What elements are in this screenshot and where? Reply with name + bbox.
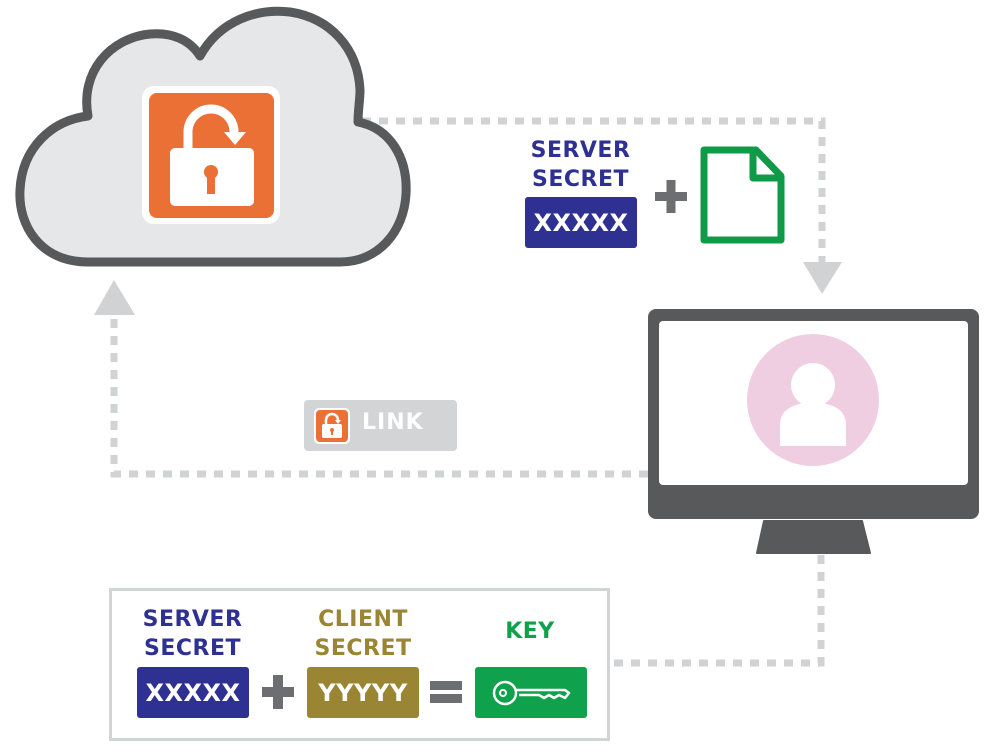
formula-server-secret-label-line1: SERVER (142, 607, 243, 632)
link-label: LINK (362, 410, 424, 435)
client-secret-label: CLIENT SECRET (306, 605, 420, 663)
cloud-unlock-tile (142, 86, 280, 224)
connector-monitor-to-formula (613, 555, 825, 667)
formula-server-secret-value: XXXXX (137, 667, 249, 718)
client-secret-label-line1: CLIENT (318, 607, 408, 632)
key-formula-panel (109, 588, 610, 741)
server-secret-value: XXXXX (525, 197, 637, 248)
connector-monitor-to-cloud (110, 318, 648, 478)
equals-icon (430, 681, 462, 703)
formula-plus-icon (262, 675, 294, 709)
key-tile (475, 667, 587, 718)
client-secret-label-line2: SECRET (314, 636, 412, 661)
arrow-up-icon (94, 280, 135, 315)
server-secret-label-line1: SERVER (530, 138, 631, 163)
user-icon (780, 363, 846, 446)
server-secret-label-line2: SECRET (532, 167, 629, 192)
document-icon (700, 146, 785, 244)
plus-icon (655, 180, 687, 213)
arrow-down-icon (803, 262, 842, 294)
formula-server-secret-label: SERVER SECRET (136, 605, 249, 663)
client-secret-value: YYYYY (307, 667, 419, 718)
unlock-icon (314, 408, 350, 444)
unlock-icon (170, 104, 254, 206)
key-label: KEY (505, 619, 555, 644)
connector-cloud-to-monitor (362, 117, 826, 262)
monitor-icon (648, 309, 979, 554)
server-secret-label: SERVER SECRET (524, 136, 637, 194)
link-badge[interactable] (304, 400, 457, 451)
key-icon (492, 680, 571, 705)
formula-server-secret-label-line2: SECRET (144, 636, 241, 661)
